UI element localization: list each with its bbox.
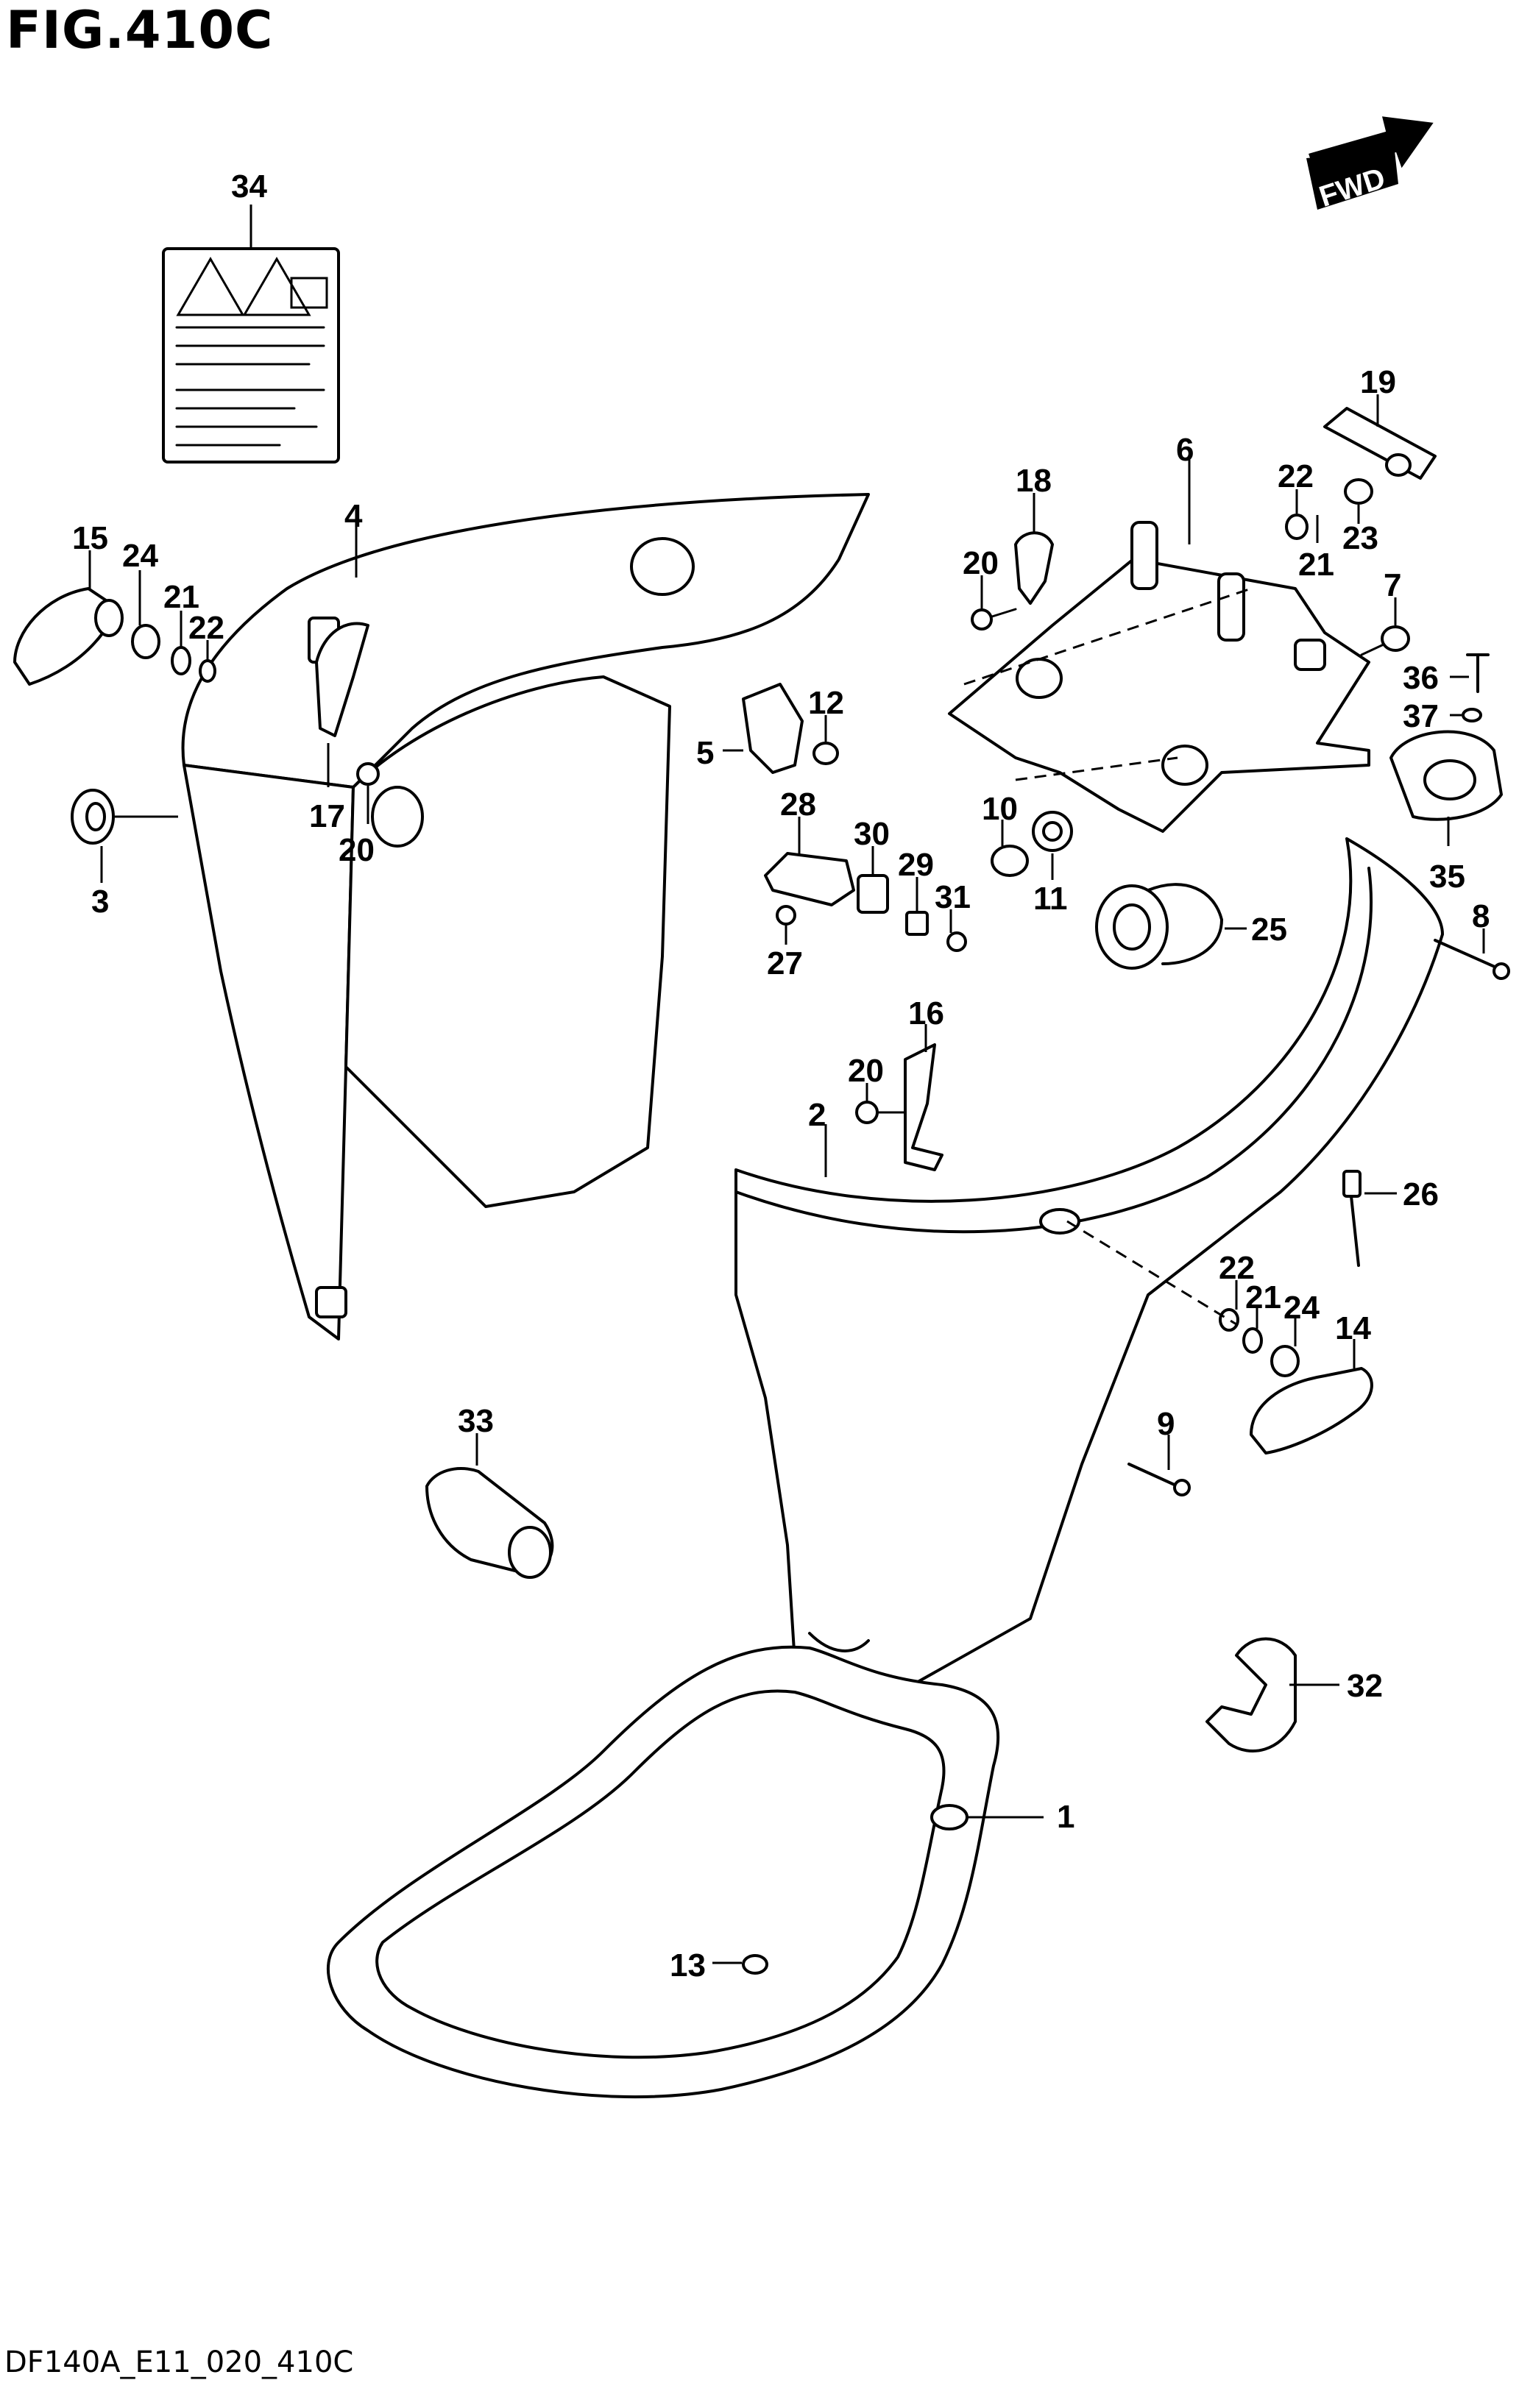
coupler-30 [857, 846, 889, 914]
callout-5: 5 [696, 735, 714, 771]
grommet-3 [71, 789, 178, 883]
assembly-line-handle [1066, 1220, 1237, 1326]
callout-31: 31 [935, 879, 971, 915]
pin-36 [1450, 653, 1490, 693]
bolt-27 [776, 905, 796, 945]
callout-11: 11 [1033, 881, 1068, 917]
callout-20a: 20 [339, 832, 375, 868]
engine-holder-6 [948, 459, 1370, 833]
callout-20b: 20 [963, 545, 999, 581]
callout-21b: 21 [1298, 547, 1334, 583]
plate-19 [1323, 394, 1437, 480]
washer-21c [1242, 1308, 1263, 1354]
callout-34: 34 [231, 168, 267, 205]
collar-24a [131, 570, 160, 659]
callout-21c: 21 [1245, 1279, 1281, 1315]
side-cover-starboard [181, 493, 870, 1340]
bracket-28 [764, 817, 855, 906]
bolt-9 [1127, 1435, 1191, 1496]
callout-22b: 22 [1278, 458, 1314, 494]
callout-27: 27 [767, 945, 803, 981]
figure-title: FIG.410C [6, 0, 274, 60]
callout-7: 7 [1384, 567, 1401, 603]
callout-33: 33 [458, 1403, 494, 1439]
callout-2: 2 [808, 1097, 826, 1133]
warning-label-decal [162, 205, 340, 464]
grommet-33 [425, 1433, 554, 1579]
clamp-35 [1389, 730, 1503, 846]
washer-22b [1285, 489, 1309, 540]
washer-22a [199, 640, 216, 683]
callout-32: 32 [1347, 1668, 1383, 1704]
side-cover-port [734, 837, 1444, 1686]
callout-9: 9 [1157, 1406, 1175, 1442]
callout-21a: 21 [163, 579, 199, 615]
fwd-arrow: FWD [1306, 116, 1434, 213]
callout-12: 12 [808, 685, 844, 721]
screw-31 [946, 909, 967, 952]
bolt-20b [971, 575, 1017, 631]
callout-25: 25 [1251, 912, 1287, 948]
callout-8: 8 [1472, 898, 1490, 934]
handle-15 [13, 550, 124, 686]
bracket-5 [723, 683, 804, 774]
grommet-25 [1095, 883, 1247, 970]
plug-13 [712, 1954, 768, 1975]
callout-4: 4 [344, 498, 363, 534]
callout-15: 15 [72, 520, 108, 556]
callout-24a: 24 [122, 538, 158, 574]
callout-37: 37 [1403, 698, 1439, 734]
seal-1 [326, 1645, 1044, 2099]
bracket-16 [904, 1024, 943, 1171]
callout-28: 28 [780, 786, 816, 823]
washer-22c [1219, 1280, 1239, 1332]
collar-23 [1344, 478, 1373, 524]
bracket-17 [315, 622, 369, 787]
callout-18: 18 [1016, 463, 1052, 499]
callout-29: 29 [898, 847, 934, 883]
collar-11 [1032, 811, 1073, 880]
callout-3: 3 [91, 884, 109, 920]
bolt-20a [356, 762, 380, 824]
washer-21a [171, 611, 191, 675]
callout-30: 30 [854, 816, 890, 852]
handle-14 [1250, 1339, 1373, 1455]
callout-22a: 22 [188, 610, 224, 646]
grommet-10 [991, 820, 1029, 877]
callout-20c: 20 [848, 1053, 884, 1089]
connector-29 [905, 877, 929, 936]
callout-26: 26 [1403, 1176, 1439, 1212]
clamp-32 [1205, 1637, 1339, 1752]
callout-17: 17 [309, 798, 345, 834]
callout-24b: 24 [1283, 1290, 1320, 1326]
cable-tie-26 [1342, 1170, 1397, 1267]
callout-10: 10 [982, 791, 1018, 827]
callout-19: 19 [1360, 364, 1396, 400]
callout-1: 1 [1057, 1799, 1074, 1835]
callout-13: 13 [670, 1947, 706, 1983]
callout-16: 16 [908, 995, 944, 1031]
bolt-7 [1360, 597, 1410, 656]
collar-24b [1270, 1318, 1300, 1377]
cap-12 [812, 715, 839, 765]
bolt-20c [855, 1083, 905, 1124]
callout-35: 35 [1429, 859, 1465, 895]
drawing-code: DF140A_E11_020_410C [4, 2345, 354, 2379]
clip-18 [1014, 493, 1054, 605]
clip-37 [1450, 708, 1482, 722]
callout-23: 23 [1342, 520, 1378, 556]
bolt-8 [1434, 928, 1510, 980]
callout-22c: 22 [1219, 1250, 1255, 1286]
callout-14: 14 [1335, 1310, 1371, 1346]
callout-36: 36 [1403, 660, 1439, 696]
callout-6: 6 [1176, 432, 1194, 468]
